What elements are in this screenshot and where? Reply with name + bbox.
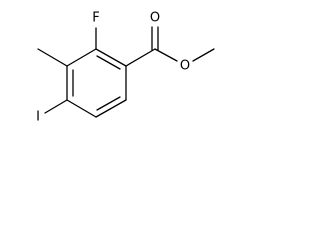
- chemical-structure: F O O I: [36, 11, 215, 125]
- bond-ring-carbonyl-carbon: [125, 48, 156, 67]
- fluorine-label: F: [92, 11, 99, 26]
- ring-bond-c2-c3: [66, 48, 97, 67]
- bond-carbonyl-carbon-ester-oxygen: [154, 48, 178, 62]
- ring-bond-c4-c5: [66, 99, 97, 118]
- substituent-bonds: [37, 26, 215, 114]
- iodine-label: I: [36, 110, 40, 125]
- bond-ring-methyl: [37, 48, 68, 67]
- carbonyl-oxygen-label: O: [150, 11, 160, 26]
- bond-ring-iodine: [44, 99, 68, 114]
- atom-labels: F O O I: [36, 11, 190, 125]
- ring-bond-c5-c6: [95, 99, 127, 118]
- ring-bond-c1-c2: [95, 48, 127, 67]
- bond-ester-oxygen-methyl: [192, 48, 215, 62]
- ring-inner-double-c1-c2: [96, 55, 121, 70]
- ring-inner-double-c5-c6: [96, 96, 121, 111]
- ester-oxygen-label: O: [180, 59, 190, 74]
- benzene-ring: [66, 48, 127, 118]
